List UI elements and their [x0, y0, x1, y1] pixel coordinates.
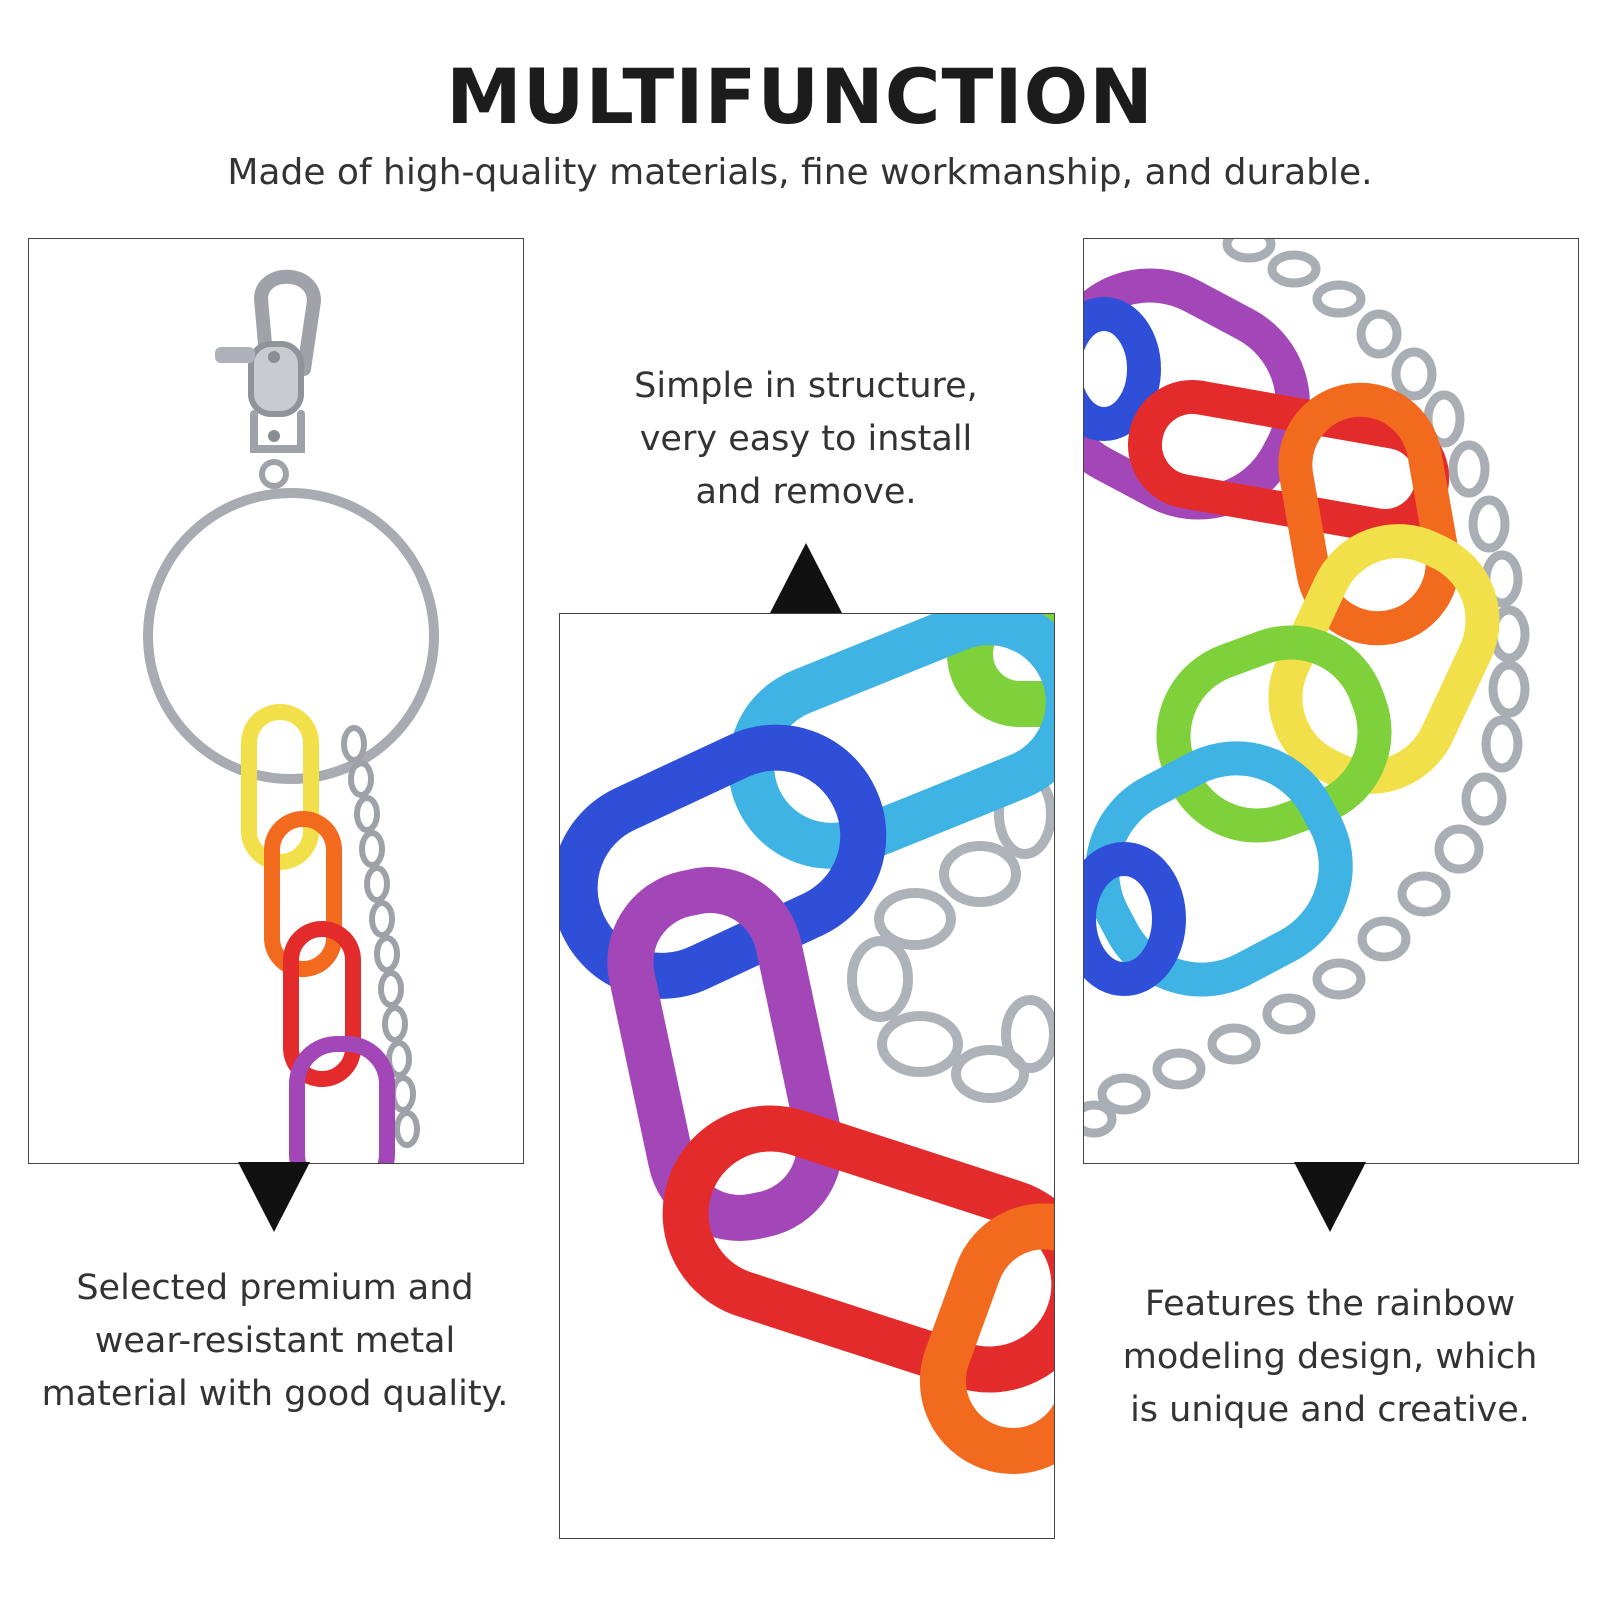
closeup-illustration: [560, 614, 1054, 1474]
keychain-photo-panel: [28, 238, 524, 1164]
rainbow-design-illustration: [1084, 239, 1530, 1138]
feature-caption-structure: Simple in structure, very easy to instal…: [634, 366, 978, 513]
arrow-down-icon: [1294, 1162, 1366, 1232]
lobster-clasp: [215, 269, 322, 489]
closeup-photo-panel: [559, 613, 1055, 1539]
feature-caption-rainbow: Features the rainbow modeling design, wh…: [1122, 1284, 1538, 1431]
keychain-illustration: [143, 269, 439, 1163]
page-subtitle: Made of high-quality materials, fine wor…: [227, 152, 1373, 193]
page-title: MULTIFUNCTION: [446, 52, 1154, 141]
key-ring: [143, 488, 439, 784]
feature-caption-metal: Selected premium and wear-resistant meta…: [41, 1268, 509, 1415]
rainbow-links: [241, 704, 395, 1163]
arrow-down-icon: [238, 1162, 310, 1232]
closeup-rainbow-links: [560, 614, 1054, 1474]
design-rainbow-links: [1084, 268, 1500, 997]
rainbow-design-photo-panel: [1083, 238, 1579, 1164]
arrow-up-icon: [770, 543, 842, 613]
